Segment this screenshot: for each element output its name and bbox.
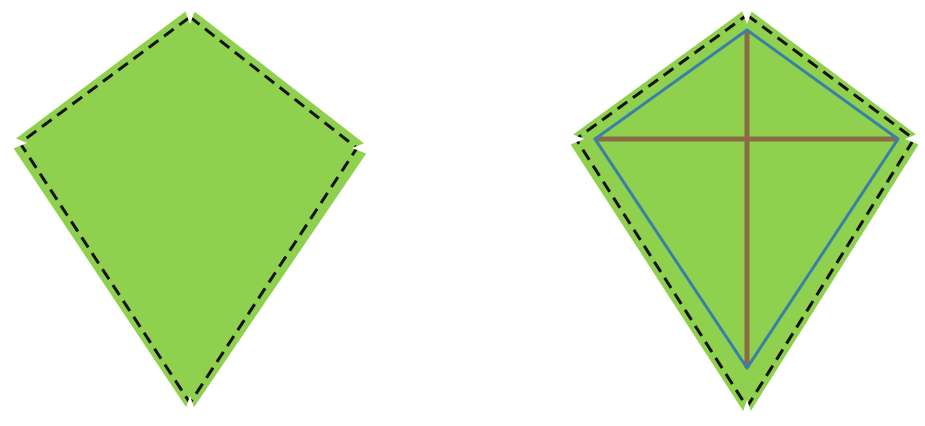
plain-kite bbox=[10, 8, 370, 413]
framed-kite bbox=[567, 8, 922, 417]
